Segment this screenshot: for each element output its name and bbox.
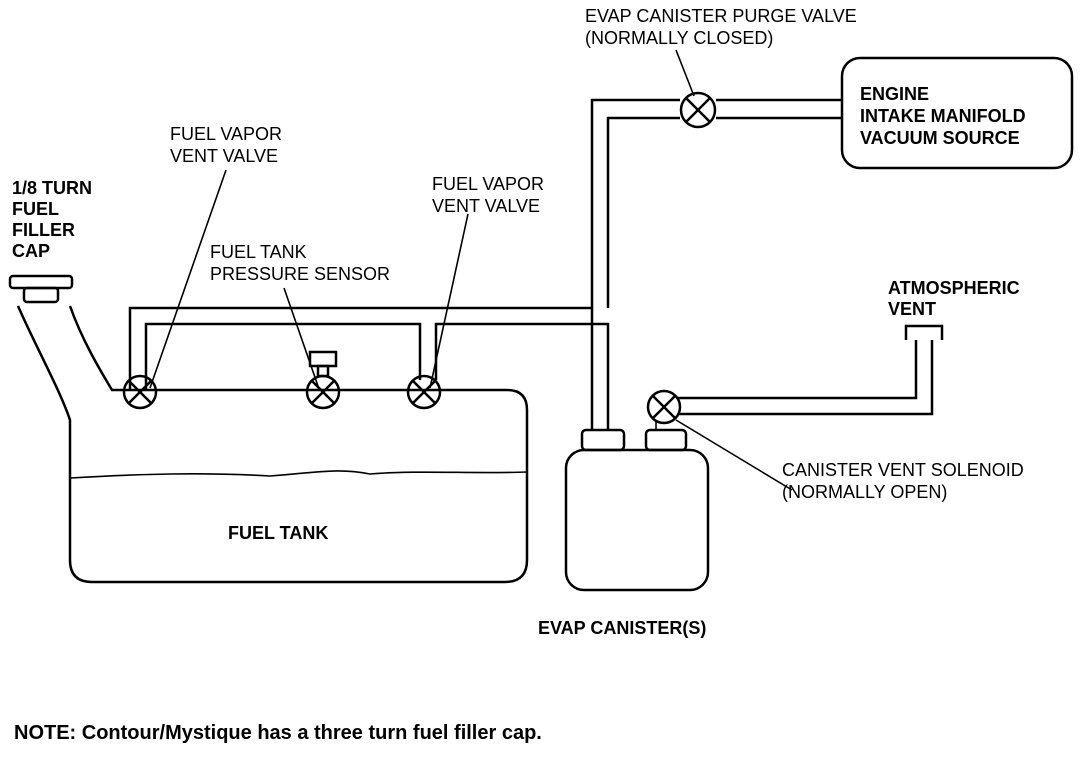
engine-label-3: VACUUM SOURCE [860,128,1020,148]
filler-cap [8,274,74,304]
atmospheric-vent-label-2: VENT [888,299,936,319]
vent-valve-left-icon [122,374,158,410]
pressure-sensor-label-1: FUEL TANK [210,242,307,262]
evap-canister [564,428,710,592]
evap-canister-label: EVAP CANISTER(S) [538,618,706,638]
vent-solenoid-icon [646,389,682,425]
vent-valve-left-label-1: FUEL VAPOR [170,124,282,144]
pressure-sensor-label-2: PRESSURE SENSOR [210,264,390,284]
engine-label-1: ENGINE [860,84,929,104]
atmospheric-vent-label-1: ATMOSPHERIC [888,278,1020,298]
vent-valve-right-label-2: VENT VALVE [432,196,540,216]
leader-lines [149,49,793,491]
pressure-sensor-icon [305,350,341,410]
filler-cap-label-3: FILLER [12,220,75,240]
filler-cap-label-1: 1/8 TURN [12,178,92,198]
purge-valve-label-1: EVAP CANISTER PURGE VALVE [585,6,857,26]
vent-line [655,324,944,430]
vapor-line [128,306,610,430]
engine-box [840,56,1074,170]
engine-label-2: INTAKE MANIFOLD [860,106,1026,126]
vent-solenoid-label-2: (NORMALLY OPEN) [782,482,947,502]
vent-valve-right-label-1: FUEL VAPOR [432,174,544,194]
filler-cap-label-2: FUEL [12,199,59,219]
fuel-tank-label: FUEL TANK [228,523,328,543]
vent-valve-right-icon [406,374,442,410]
filler-cap-label-4: CAP [12,241,50,261]
fuel-tank [16,305,529,584]
footnote: NOTE: Contour/Mystique has a three turn … [14,722,542,744]
purge-valve-label-2: (NORMALLY CLOSED) [585,28,773,48]
vent-solenoid-label-1: CANISTER VENT SOLENOID [782,460,1024,480]
purge-line [590,98,842,308]
vent-valve-left-label-2: VENT VALVE [170,146,278,166]
purge-valve-icon [679,91,717,129]
